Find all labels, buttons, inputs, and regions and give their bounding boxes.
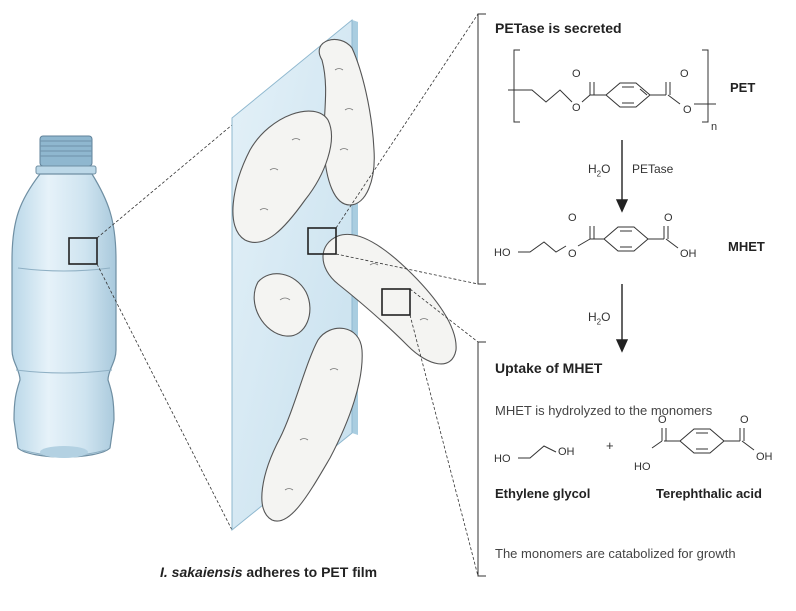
terephthalic-acid-structure	[651, 428, 755, 454]
mhet-atoms: HO O O O OH	[494, 212, 697, 260]
svg-text:O: O	[683, 104, 692, 116]
svg-text:OH: OH	[756, 451, 773, 463]
figure-caption: I. sakaiensis adheres to PET film	[160, 564, 377, 580]
uptake-mhet-title: Uptake of MHET	[495, 360, 603, 376]
svg-text:HO: HO	[494, 247, 511, 259]
bottle-body	[11, 173, 117, 458]
svg-text:OH: OH	[680, 248, 697, 260]
svg-text:n: n	[711, 121, 717, 133]
svg-text:HO: HO	[494, 453, 511, 465]
ethylene-glycol-structure	[518, 445, 557, 459]
bacterium-2	[232, 110, 332, 243]
step1-enzyme: PETase	[632, 162, 674, 176]
mhet-structure	[518, 226, 679, 253]
mhet-label: MHET	[728, 239, 765, 254]
bacterium-4	[322, 233, 457, 365]
caption-rest: adheres to PET film	[242, 564, 378, 580]
catabolism-note: The monomers are catabolized for growth	[495, 546, 736, 561]
zoom-lines-panel	[335, 13, 479, 577]
terephthalic-acid-atoms: O HO O OH	[634, 414, 773, 473]
plus-sign: +	[606, 438, 614, 453]
pet-atoms: O O O O n	[572, 68, 717, 133]
svg-text:O: O	[680, 68, 689, 80]
reaction-arrows	[615, 140, 629, 353]
svg-text:O: O	[658, 414, 667, 426]
ethylene-glycol-atoms: HO OH	[494, 446, 575, 465]
svg-text:O: O	[568, 212, 577, 224]
step2-reagent: H2O	[588, 310, 611, 327]
bacteria-texture	[259, 68, 429, 491]
svg-text:O: O	[572, 102, 581, 114]
bottle-zoom-box	[68, 237, 98, 265]
film-zoom-box	[307, 227, 337, 255]
plastic-bottle	[11, 135, 117, 458]
panel-brackets	[477, 13, 486, 577]
pet-label: PET	[730, 80, 756, 95]
pet-structure	[508, 49, 716, 123]
hydrolysis-description: MHET is hydrolyzed to the monomers	[495, 403, 713, 418]
svg-text:O: O	[568, 248, 577, 260]
petase-secreted-title: PETase is secreted	[495, 20, 622, 36]
svg-text:O: O	[664, 212, 673, 224]
step1-reagent: H2O	[588, 162, 611, 179]
svg-text:HO: HO	[634, 461, 651, 473]
svg-text:O: O	[572, 68, 581, 80]
bacteria-cells	[232, 39, 457, 522]
bacterium-5	[261, 327, 363, 522]
bacterium-3	[253, 273, 311, 337]
species-name: I. sakaiensis	[160, 564, 243, 580]
ethylene-glycol-label: Ethylene glycol	[495, 486, 591, 501]
svg-text:O: O	[740, 414, 749, 426]
cell-zoom-box	[381, 288, 411, 316]
terephthalic-acid-label: Terephthalic acid	[656, 486, 762, 501]
svg-text:OH: OH	[558, 446, 575, 458]
